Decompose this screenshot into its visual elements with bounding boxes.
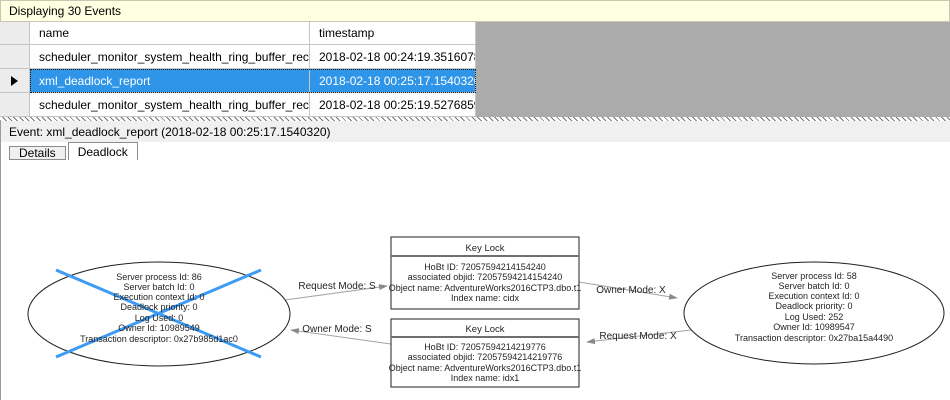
resource-attr: Object name: AdventureWorks2016CTP3.dbo.… — [389, 283, 581, 293]
tab-details[interactable]: Details — [9, 146, 66, 160]
resource-title: Key Lock — [465, 324, 504, 335]
events-grid: name timestamp scheduler_monitor_system_… — [0, 22, 950, 117]
event-detail-pane: Event: xml_deadlock_report (2018-02-18 0… — [0, 121, 950, 400]
table-row[interactable]: scheduler_monitor_system_health_ring_buf… — [0, 93, 950, 117]
process-node[interactable]: Server process Id: 58 Server batch Id: 0… — [683, 261, 945, 365]
tab-deadlock[interactable]: Deadlock — [67, 142, 138, 160]
process-attr: Transaction descriptor: 0x27b985d1ac0 — [80, 334, 238, 344]
resource-attr: associated objid: 72057594214154240 — [408, 272, 563, 282]
edge-request-s — [284, 284, 388, 301]
row-selector-cell[interactable] — [0, 45, 30, 69]
edge-label-owner-x: Owner Mode: X — [596, 285, 666, 296]
process-attr: Deadlock priority: 0 — [120, 302, 197, 312]
process-attr: Execution context Id: 0 — [113, 292, 204, 302]
event-timestamp-cell[interactable]: 2018-02-18 00:25:19.5276859 — [310, 93, 476, 117]
deadlock-graph: Server process Id: 86 Server batch Id: 0… — [27, 236, 945, 388]
process-attr: Server process Id: 86 — [116, 272, 202, 282]
table-row-selected[interactable]: xml_deadlock_report 2018-02-18 00:25:17.… — [0, 69, 950, 93]
grid-header-row: name timestamp — [0, 22, 950, 45]
resource-attr: HoBt ID: 72057594214154240 — [424, 262, 546, 272]
events-count-bar: Displaying 30 Events — [0, 0, 950, 22]
resource-title: Key Lock — [465, 243, 504, 254]
resource-attr: associated objid: 72057594214219776 — [408, 352, 563, 362]
event-name-cell[interactable]: xml_deadlock_report — [30, 69, 310, 93]
event-timestamp-cell[interactable]: 2018-02-18 00:24:19.3516078 — [310, 45, 476, 69]
edge-owner-s — [290, 328, 392, 345]
events-count-text: Displaying 30 Events — [9, 4, 122, 18]
edge-owner-x — [578, 281, 678, 300]
column-header-name[interactable]: name — [30, 22, 310, 45]
row-selector-header — [0, 22, 30, 45]
selected-event-summary: Event: xml_deadlock_report (2018-02-18 0… — [1, 121, 950, 142]
process-attr: Owner Id: 10989547 — [773, 322, 855, 332]
resource-attr: Object name: AdventureWorks2016CTP3.dbo.… — [389, 363, 581, 373]
edge-label-request-s: Request Mode: S — [298, 281, 376, 292]
resource-attr: Index name: cidx — [451, 293, 520, 303]
event-timestamp-cell[interactable]: 2018-02-18 00:25:17.1540320 — [310, 69, 476, 93]
column-header-timestamp[interactable]: timestamp — [310, 22, 476, 45]
event-name-cell[interactable]: scheduler_monitor_system_health_ring_buf… — [30, 45, 310, 69]
process-attr: Server process Id: 58 — [771, 271, 857, 281]
process-attr: Server batch Id: 0 — [123, 282, 194, 292]
process-attr: Deadlock priority: 0 — [775, 301, 852, 311]
resource-attr: Index name: idx1 — [451, 373, 520, 383]
process-attr: Log Used: 0 — [135, 313, 184, 323]
process-attr: Owner Id: 10989549 — [118, 323, 200, 333]
table-row[interactable]: scheduler_monitor_system_health_ring_buf… — [0, 45, 950, 69]
edge-request-x — [586, 329, 692, 345]
edge-label-owner-s: Owner Mode: S — [302, 324, 372, 335]
detail-tabstrip: Details Deadlock — [1, 142, 950, 160]
row-selector-cell[interactable] — [0, 69, 30, 93]
row-selector-cell[interactable] — [0, 93, 30, 117]
resource-attr: HoBt ID: 72057594214219776 — [424, 342, 546, 352]
deadlock-graph-canvas: Server process Id: 86 Server batch Id: 0… — [1, 160, 950, 400]
edge-label-request-x: Request Mode: X — [599, 331, 677, 342]
resource-node-keylock-top[interactable]: Key Lock HoBt ID: 72057594214154240 asso… — [389, 236, 581, 310]
pane-splitter[interactable] — [0, 117, 950, 121]
victim-cross-line — [55, 268, 262, 359]
process-attr: Log Used: 252 — [785, 312, 844, 322]
event-name-cell[interactable]: scheduler_monitor_system_health_ring_buf… — [30, 93, 310, 117]
deadlock-edges — [284, 281, 692, 345]
process-attr: Server batch Id: 0 — [778, 281, 849, 291]
resource-node-keylock-bottom[interactable]: Key Lock HoBt ID: 72057594214219776 asso… — [389, 318, 581, 388]
current-row-arrow-icon — [11, 75, 18, 86]
process-node-victim[interactable]: Server process Id: 86 Server batch Id: 0… — [27, 261, 291, 367]
process-attr: Transaction descriptor: 0x27ba15a4490 — [735, 333, 893, 343]
process-attr: Execution context Id: 0 — [768, 291, 859, 301]
deadlock-edge-labels: Request Mode: S Owner Mode: S Owner Mode… — [298, 281, 677, 342]
selected-event-text: Event: xml_deadlock_report (2018-02-18 0… — [9, 124, 331, 139]
